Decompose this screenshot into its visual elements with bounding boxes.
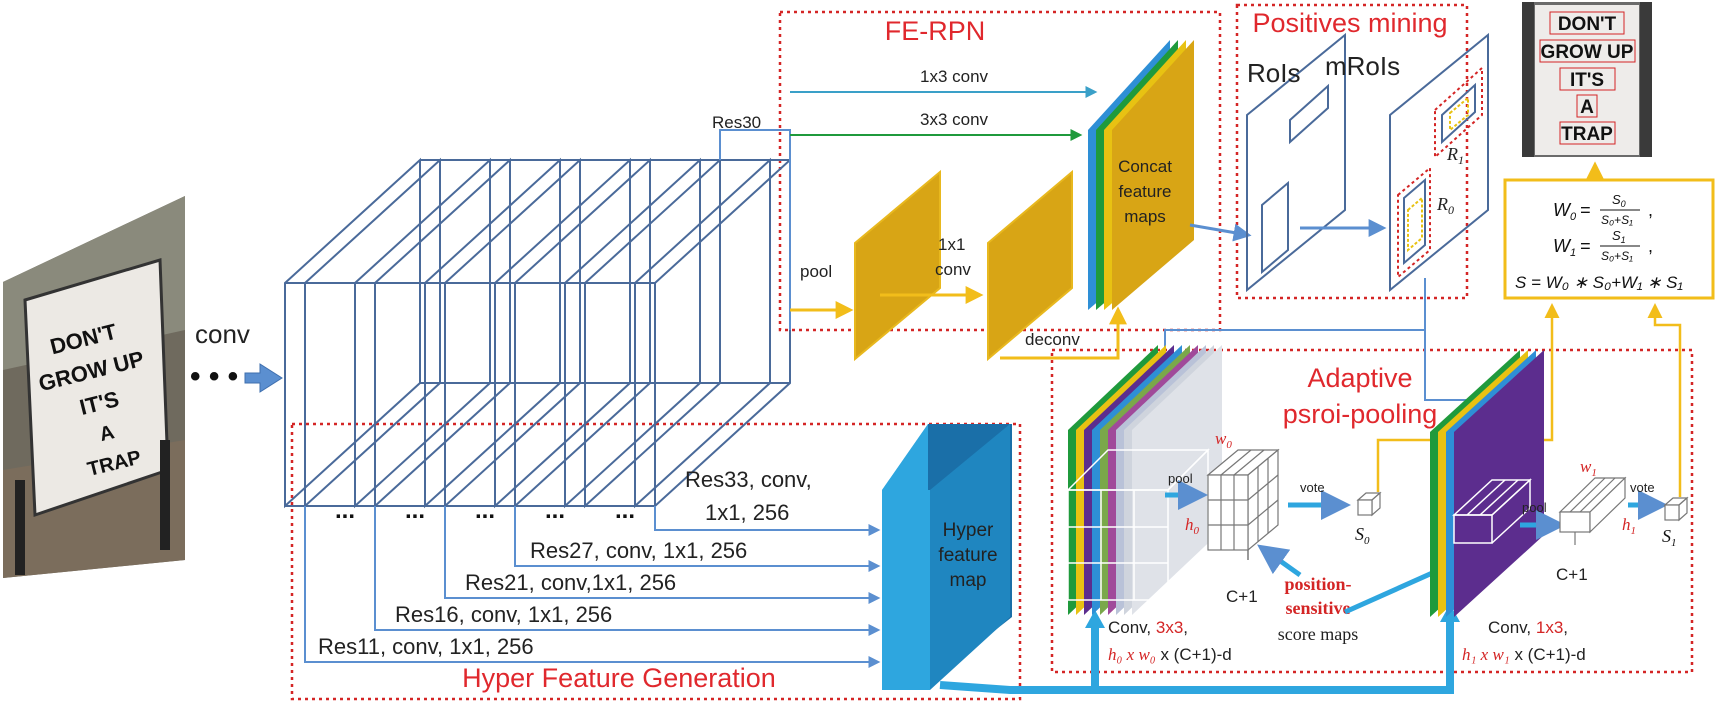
right-pool-block <box>1452 478 1532 544</box>
concat-feature-maps-block <box>1088 40 1194 310</box>
pool-label: pool <box>800 262 832 281</box>
concat-label-line3: maps <box>1124 207 1166 226</box>
hyper-feature-generation-title: Hyper Feature Generation <box>462 663 776 693</box>
backbone-dots-3: ... <box>475 497 495 524</box>
fe-rpn-title: FE-RPN <box>885 16 986 46</box>
conv1x3-label: 1x3 conv <box>920 67 989 86</box>
adaptive-title-line1: Adaptive <box>1307 363 1412 393</box>
r0-label: R0 <box>1436 194 1454 217</box>
right-vote-label: vote <box>1630 480 1655 495</box>
h0-label: h0 <box>1185 515 1200 537</box>
backbone-dots-2: ... <box>405 497 425 524</box>
skip-connections <box>304 506 881 668</box>
backbone-dots-4: ... <box>545 497 565 524</box>
res30-branch-line <box>719 129 791 330</box>
formula-w1: W1= <box>1553 236 1591 259</box>
right-conv-caption-line1: Conv, 1x3, <box>1488 618 1568 637</box>
formula-s-combined: S = W₀ ∗ S₀+W₁ ∗ S₁ <box>1515 273 1683 292</box>
res11-label: Res11, conv, 1x1, 256 <box>318 634 534 659</box>
output-sign-line-3: IT'S <box>1570 70 1604 91</box>
formula-w0: W0= <box>1553 200 1591 223</box>
s1-cube <box>1663 496 1689 522</box>
positives-mining-title: Positives mining <box>1252 8 1447 38</box>
fe-rpn-module-border <box>778 10 1222 332</box>
input-ellipsis: • • • <box>190 360 238 393</box>
res33-label-line2: 1x1, 256 <box>705 500 789 525</box>
formula-w1-comma: , <box>1648 236 1653 256</box>
adaptive-psroi-module-border <box>1050 348 1694 674</box>
left-pool-label: pool <box>1168 471 1193 486</box>
deconv-arrow <box>1000 306 1127 360</box>
right-pooled-block <box>1558 476 1627 545</box>
left-c1-label: C+1 <box>1226 587 1258 606</box>
hyper-label-line1: Hyper <box>943 520 994 541</box>
res27-label: Res27, conv, 1x1, 256 <box>530 538 747 563</box>
output-sign-line-2: GROW UP <box>1541 42 1634 63</box>
mrois-panel <box>1389 32 1489 293</box>
conv3x3-label: 3x3 conv <box>920 110 989 129</box>
conv1x1-label-line2: conv <box>935 260 971 279</box>
rois-panel <box>1246 32 1346 293</box>
concat-to-mining-arrow <box>1189 223 1252 242</box>
input-conv-label: conv <box>195 319 250 349</box>
input-image: DON'T GROW UP IT'S A TRAP <box>3 196 185 578</box>
left-conv-caption-line1: Conv, 3x3, <box>1108 618 1188 637</box>
right-pool-label: pool <box>1522 500 1547 515</box>
deconv-label: deconv <box>1025 330 1080 349</box>
res16-label: Res16, conv, 1x1, 256 <box>395 602 612 627</box>
output-sign-line-5: TRAP <box>1561 124 1613 145</box>
position-sensitive-line3: score maps <box>1278 624 1358 644</box>
hyper-arrowhead-left <box>1085 610 1105 628</box>
s0-cube <box>1356 491 1382 517</box>
s0-label: S0 <box>1355 524 1370 547</box>
res30-label: Res30 <box>712 113 761 132</box>
input-conv-arrow <box>244 363 283 393</box>
formula-w1-denominator: S₀+S₁ <box>1601 249 1633 263</box>
left-pooled-cube-grid <box>1206 448 1280 552</box>
w0-label: w0 <box>1215 429 1232 451</box>
w1-label: w1 <box>1580 457 1597 479</box>
backbone-feature-blocks <box>284 157 791 509</box>
left-vote-label: vote <box>1300 480 1325 495</box>
position-sensitive-line1: position- <box>1284 574 1351 594</box>
backbone-dots-5: ... <box>615 497 635 524</box>
conv-feature-box <box>987 169 1073 362</box>
right-conv-caption-line2: h₁ x w₁ x (C+1)-d <box>1462 645 1586 664</box>
res33-label-line1: Res33, conv, <box>685 467 812 492</box>
right-score-maps <box>1430 350 1544 617</box>
ps-arrow-left <box>1257 544 1302 578</box>
concat-label-line1: Concat <box>1118 157 1172 176</box>
h1-label: h1 <box>1622 515 1636 537</box>
hyper-feature-map-block <box>882 424 1012 690</box>
output-sign-line-4: A <box>1580 97 1594 118</box>
formula-w0-numerator: S0 <box>1612 192 1626 209</box>
pooled-feature-box <box>854 169 941 362</box>
formula-w0-comma: , <box>1648 200 1653 220</box>
res21-label: Res21, conv,1x1, 256 <box>465 570 676 595</box>
mrois-label: mRoIs <box>1325 51 1400 81</box>
backbone-dots-1: ... <box>335 497 355 524</box>
output-image: DON'T GROW UP IT'S A TRAP <box>1522 2 1652 157</box>
formula-w1-numerator: S1 <box>1612 228 1626 245</box>
conv1x1-label-line1: 1x1 <box>938 235 965 254</box>
formula-w0-denominator: S₀+S₁ <box>1601 213 1633 227</box>
hyper-label-line2: feature <box>938 545 997 566</box>
input-sign-line-4: A <box>97 421 116 446</box>
output-sign-line-1: DON'T <box>1558 14 1617 35</box>
s1-to-formula-line <box>1647 303 1682 497</box>
s1-label: S1 <box>1662 526 1677 549</box>
hyper-label-line3: map <box>950 570 987 591</box>
adaptive-title-line2: psroi-pooling <box>1283 399 1438 429</box>
rois-label: RoIs <box>1247 58 1300 88</box>
left-score-maps <box>1068 345 1222 615</box>
hyper-output-arrows <box>939 620 1454 694</box>
concat-label-line2: feature <box>1119 182 1172 201</box>
position-sensitive-line2: sensitive <box>1286 598 1351 618</box>
left-conv-caption-line2: h₀ x w₀ x (C+1)-d <box>1108 645 1232 664</box>
r1-label: R1 <box>1446 144 1464 167</box>
formula-box <box>1503 178 1715 300</box>
right-c1-label: C+1 <box>1556 565 1588 584</box>
positives-mining-module-border <box>1235 3 1469 300</box>
